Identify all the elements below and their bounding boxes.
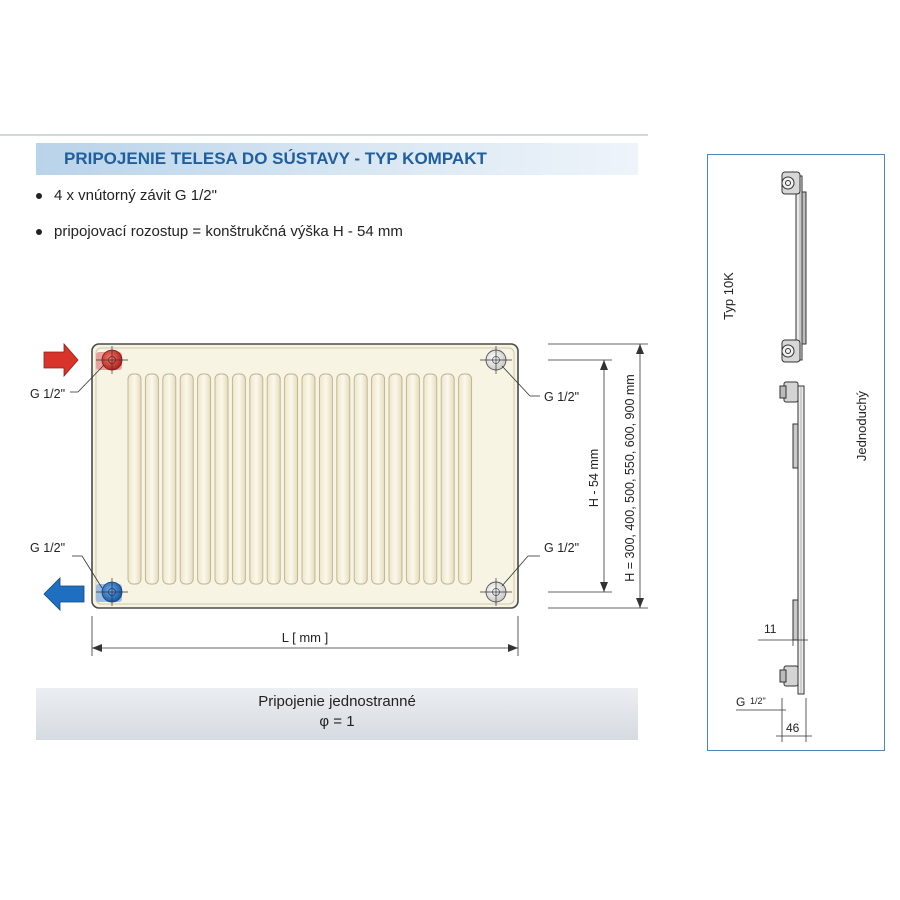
bullet-icon	[36, 192, 42, 199]
side-thread-g: G	[736, 695, 745, 709]
dim-spacing-label: H - 54 mm	[587, 449, 601, 507]
bracket-top-icon	[781, 171, 801, 195]
radiator-fin	[423, 373, 438, 585]
radiator-fin	[197, 373, 212, 585]
section-title-bar: PRIPOJENIE TELESA DO SÚSTAVY - TYP KOMPA…	[36, 143, 638, 175]
feature-item: pripojovací rozostup = konštrukčná výška…	[36, 220, 403, 243]
radiator-front-view: G 1/2" G 1/2" G 1/2" G 1/2" H - 54 mm H …	[30, 342, 648, 656]
radiator-fin	[440, 373, 455, 585]
dim-11-lines	[758, 634, 808, 646]
dim-46-label: 46	[786, 721, 800, 735]
radiator-fin	[353, 373, 368, 585]
center-lines	[96, 346, 512, 606]
radiator-fin	[179, 373, 194, 585]
fitting-bottom-icon	[779, 665, 799, 687]
radiator-fin	[214, 373, 229, 585]
radiator-fin	[249, 373, 264, 585]
side-profile-bottom	[792, 385, 805, 695]
thread-leaders	[70, 364, 540, 589]
thread-label-bottom-left: G 1/2"	[30, 541, 65, 555]
dim-height-label: H = 300, 400, 500, 550, 600, 900 mm	[623, 374, 637, 581]
supply-arrow-icon	[43, 342, 79, 378]
bracket-bottom-icon	[781, 339, 801, 363]
connection-type-text: Pripojenie jednostranné	[258, 693, 416, 710]
dim-46-lines	[776, 698, 812, 742]
radiator-fin	[284, 373, 299, 585]
radiator-fin	[405, 373, 420, 585]
radiator-fins	[127, 373, 473, 585]
radiator-fin	[162, 373, 177, 585]
radiator-fin	[266, 373, 281, 585]
dimension-arrowheads	[600, 344, 644, 608]
top-divider	[0, 134, 648, 136]
radiator-fin	[318, 373, 333, 585]
height-dimension-lines	[548, 343, 648, 609]
feature-list: 4 x vnútorný závit G 1/2" pripojovací ro…	[36, 184, 403, 256]
radiator-fin	[144, 373, 159, 585]
radiator-fin	[301, 373, 316, 585]
length-dimension-lines	[91, 616, 519, 656]
type-label: Typ 10K	[721, 272, 736, 320]
length-arrowheads	[92, 644, 518, 652]
section-title: PRIPOJENIE TELESA DO SÚSTAVY - TYP KOMPA…	[64, 149, 487, 168]
dim-11-label: 11	[764, 622, 777, 636]
feature-text: pripojovací rozostup = konštrukčná výška…	[54, 223, 403, 240]
radiator-fin	[388, 373, 403, 585]
name-label: Jednoduchý	[854, 390, 869, 461]
side-thread-fraction: 1/2"	[750, 696, 766, 706]
radiator-fin	[127, 373, 142, 585]
fitting-top-icon	[779, 381, 799, 403]
radiator-fin	[458, 373, 473, 585]
radiator-fin	[336, 373, 351, 585]
connection-type-footer: Pripojenie jednostranné φ = 1	[36, 688, 638, 740]
thread-label-bottom-right: G 1/2"	[544, 541, 579, 555]
thread-label-top-right: G 1/2"	[544, 390, 579, 404]
coefficient-text: φ = 1	[319, 713, 355, 730]
thread-label-top-left: G 1/2"	[30, 387, 65, 401]
radiator-fin	[231, 373, 246, 585]
bullet-icon	[36, 228, 42, 235]
feature-item: 4 x vnútorný závit G 1/2"	[36, 184, 403, 207]
radiator-fin	[371, 373, 386, 585]
dim-length-label: L [ mm ]	[282, 630, 328, 645]
feature-text: 4 x vnútorný závit G 1/2"	[54, 187, 217, 204]
side-profile-top	[795, 175, 807, 361]
return-arrow-icon	[43, 577, 85, 611]
